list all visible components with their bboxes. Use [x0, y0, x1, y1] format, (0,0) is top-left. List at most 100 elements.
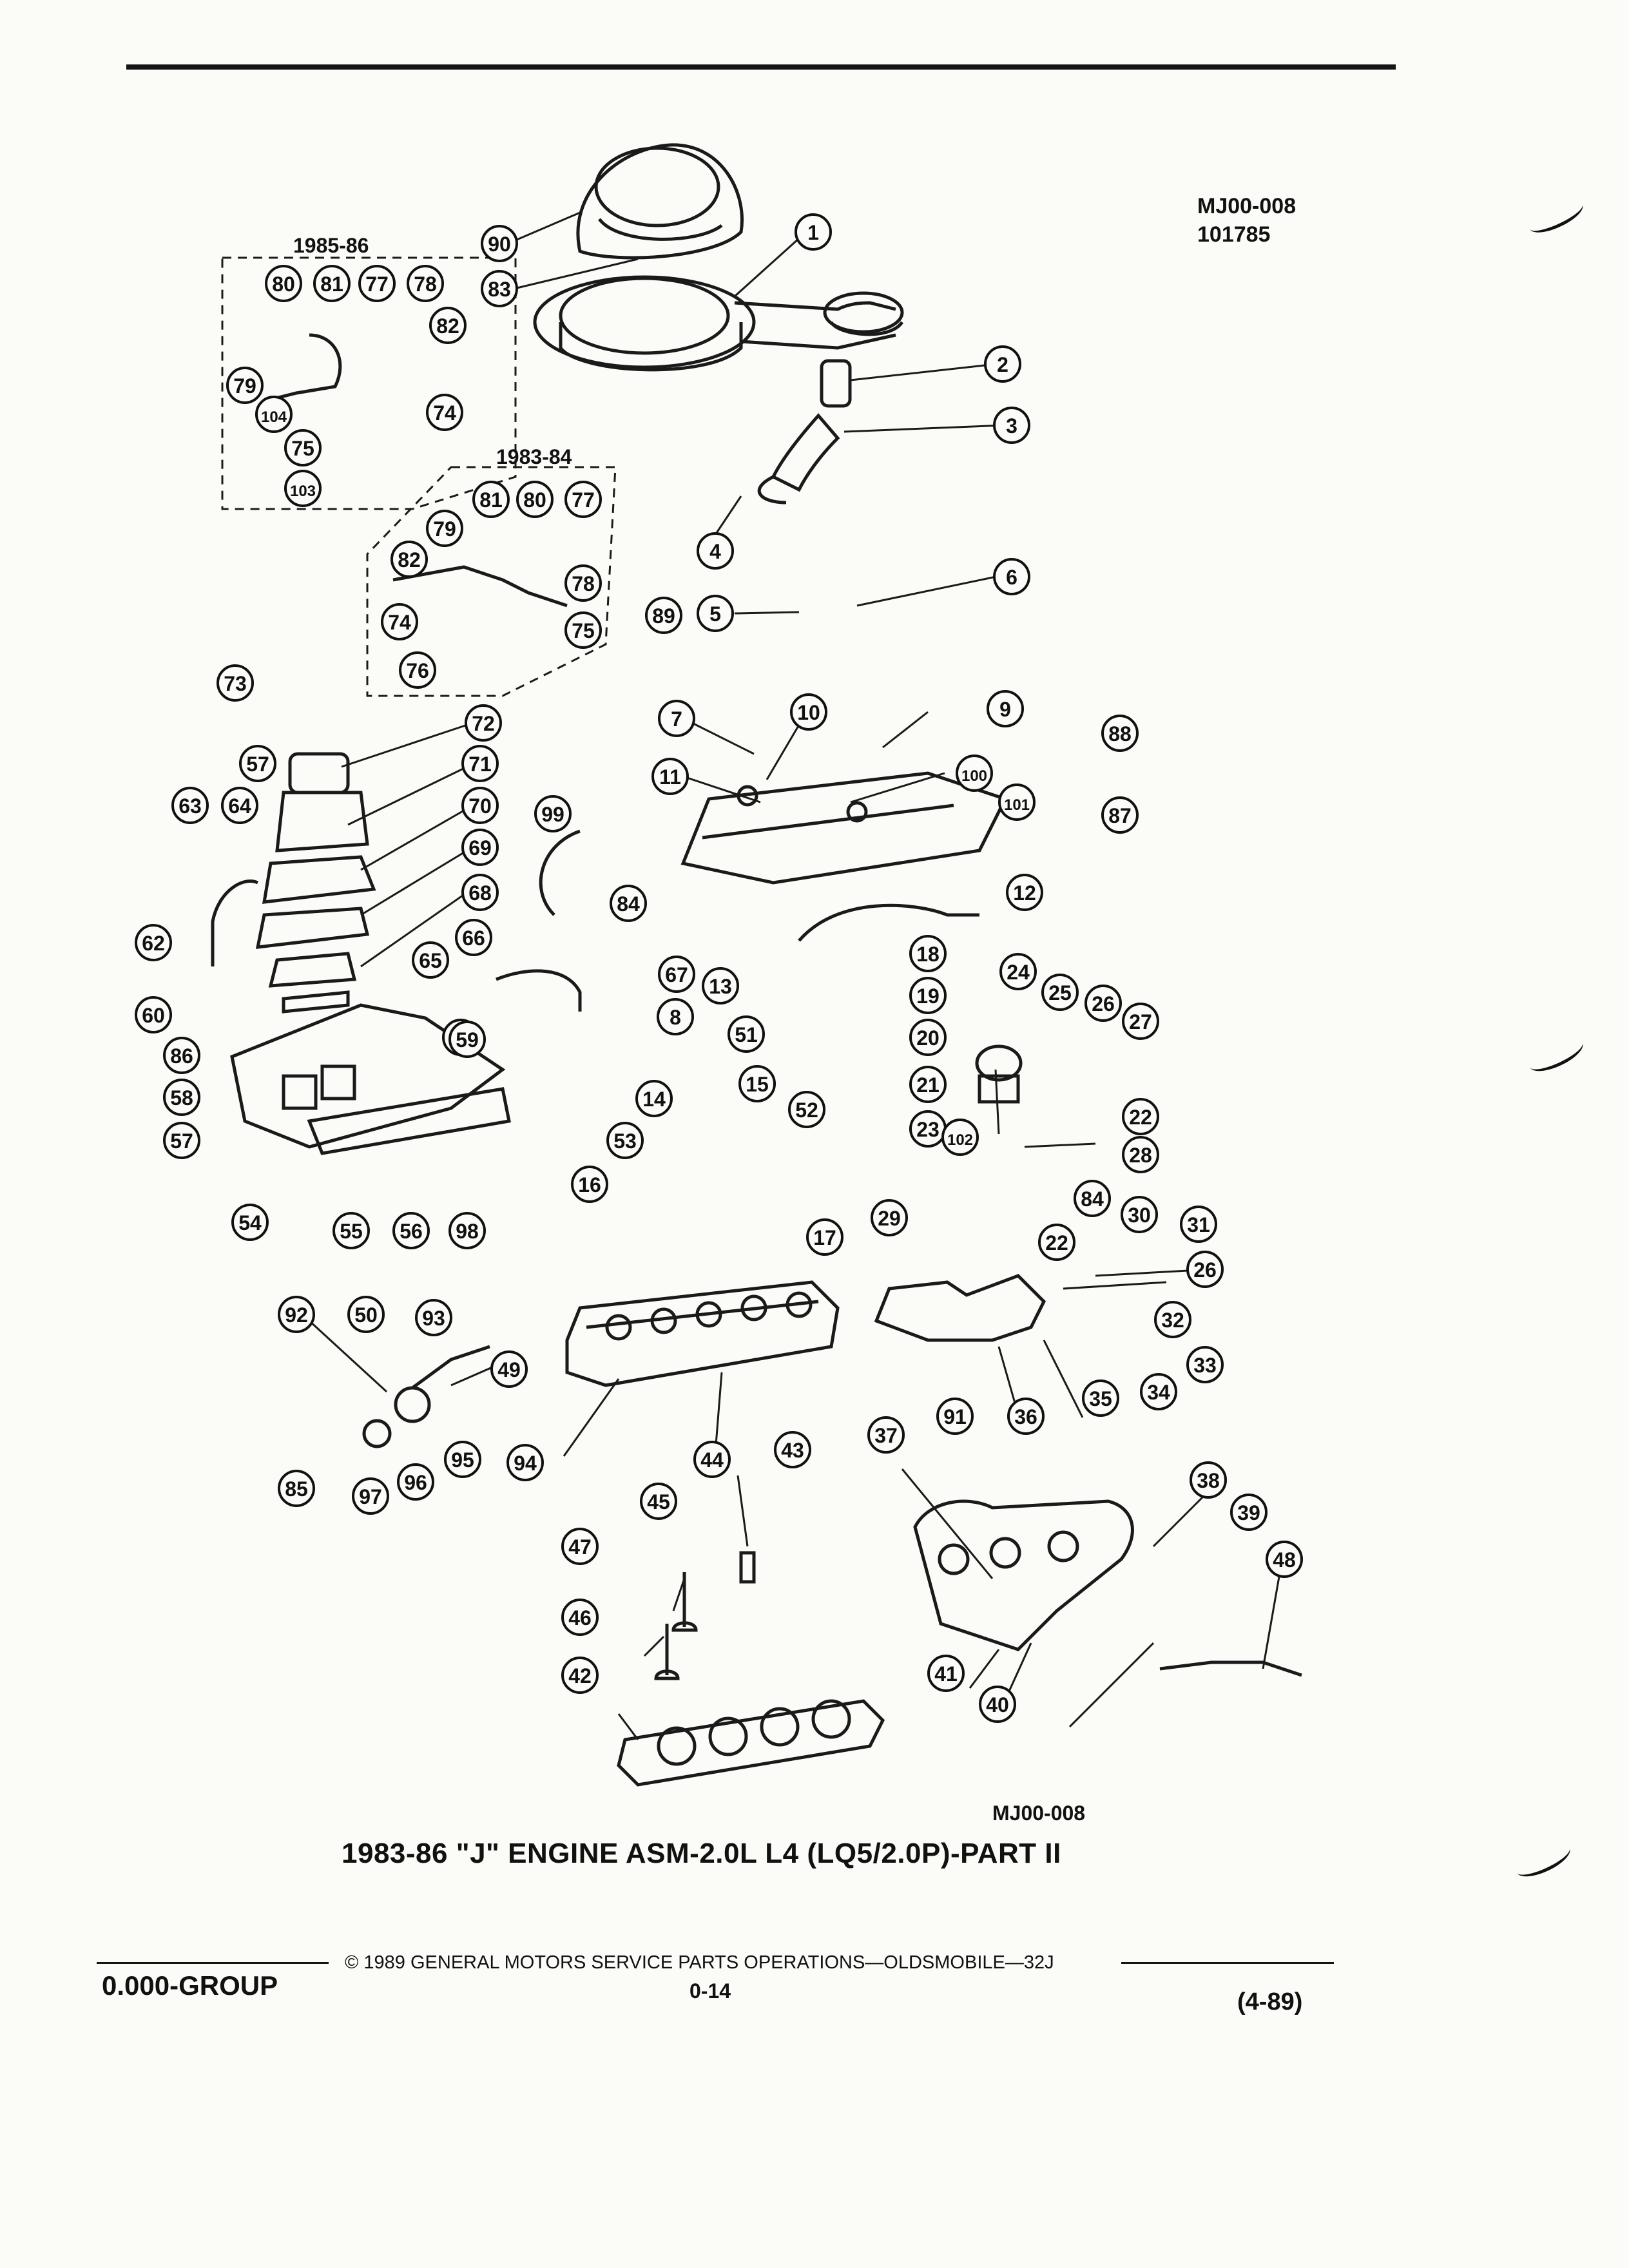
callout-98: 98 [448, 1212, 486, 1249]
callout-81: 81 [472, 481, 510, 518]
callout-number: 16 [578, 1173, 601, 1196]
callout-circle [381, 603, 418, 640]
callout-number: 3 [1006, 414, 1017, 437]
callout-77: 77 [358, 265, 396, 302]
callout-23: 23 [909, 1110, 947, 1148]
hoses-and-tubes [211, 333, 1302, 1677]
callout-91: 91 [936, 1398, 974, 1435]
callout-46: 46 [561, 1599, 599, 1636]
callout-4: 4 [697, 532, 734, 570]
callout-39: 39 [1230, 1494, 1268, 1531]
callout-79: 79 [226, 367, 264, 404]
callout-circle [697, 532, 734, 570]
callout-circle [352, 1477, 389, 1515]
callout-number: 31 [1187, 1213, 1210, 1236]
callout-circle [564, 481, 602, 518]
callout-81: 81 [313, 265, 351, 302]
callout-64: 64 [221, 787, 258, 824]
callout-number: 89 [652, 604, 675, 628]
callout-number: 64 [228, 794, 251, 818]
callout-8: 8 [657, 998, 694, 1035]
callout-circle [610, 885, 647, 922]
callout-101: 101 [998, 783, 1036, 821]
callout-number: 22 [1129, 1106, 1152, 1129]
callout-52: 52 [788, 1091, 825, 1128]
callout-36: 36 [1007, 1398, 1045, 1435]
callout-31: 31 [1180, 1206, 1217, 1243]
callout-21: 21 [909, 1066, 947, 1103]
callout-2: 2 [984, 345, 1021, 383]
callout-number: 23 [916, 1118, 940, 1141]
callout-number: 37 [874, 1424, 898, 1447]
callout-number: 78 [414, 273, 437, 296]
callout-number: 36 [1014, 1405, 1037, 1428]
callout-number: 19 [916, 985, 940, 1008]
callout-number: 75 [572, 619, 595, 642]
callout-51: 51 [728, 1015, 765, 1053]
callout-11: 11 [651, 758, 689, 795]
callout-12: 12 [1006, 874, 1043, 911]
callout-number: 93 [422, 1307, 445, 1330]
figure-code: MJ00-008 [992, 1802, 1086, 1825]
callout-circle [284, 470, 322, 507]
callout-number: 75 [291, 437, 314, 460]
callout-number: 56 [400, 1220, 423, 1243]
callout-63: 63 [171, 787, 209, 824]
callout-59: 59 [448, 1021, 486, 1058]
callout-number: 90 [488, 233, 511, 256]
callout-69: 69 [461, 829, 499, 866]
callout-number: 50 [354, 1303, 378, 1327]
callout-number: 26 [1193, 1258, 1217, 1282]
callout-circle [284, 429, 322, 466]
callout-circle [564, 564, 602, 602]
callout-95: 95 [444, 1441, 481, 1478]
callout-number: 83 [488, 278, 511, 301]
callout-number: 80 [523, 488, 546, 512]
callout-87: 87 [1101, 796, 1139, 834]
callout-number: 9 [999, 698, 1011, 721]
callout-circle [651, 758, 689, 795]
callout-circle [1266, 1541, 1303, 1578]
callout-number: 88 [1108, 722, 1132, 745]
group-label-1983-84: 1983-84 [496, 445, 572, 468]
callout-circle [1122, 1136, 1159, 1173]
callout-70: 70 [461, 787, 499, 824]
callout-number: 103 [290, 483, 316, 500]
callout-number: 28 [1129, 1144, 1152, 1167]
callout-circle [998, 783, 1036, 821]
callout-number: 82 [398, 548, 421, 572]
callout-60: 60 [135, 996, 172, 1033]
callout-number: 79 [233, 374, 256, 398]
callout-41: 41 [927, 1655, 965, 1692]
callout-27: 27 [1122, 1003, 1159, 1040]
callout-58: 58 [163, 1079, 200, 1116]
callout-10: 10 [790, 693, 827, 731]
callout-number: 38 [1197, 1469, 1220, 1492]
callout-13: 13 [702, 967, 739, 1004]
callout-circle [993, 407, 1030, 444]
callout-number: 71 [468, 753, 492, 776]
callout-number: 12 [1013, 881, 1036, 905]
callout-circle [397, 1463, 434, 1501]
callout-circle [999, 953, 1037, 990]
callout-circle [1038, 1224, 1075, 1261]
callout-53: 53 [606, 1122, 644, 1159]
callout-18: 18 [909, 935, 947, 972]
thermostat-housing [874, 1044, 1046, 1342]
callout-number: 85 [285, 1477, 308, 1501]
callout-number: 92 [285, 1303, 308, 1327]
callout-circle [534, 795, 572, 832]
callout-number: 99 [541, 803, 564, 826]
callout-88: 88 [1101, 715, 1139, 752]
footer-copyright: © 1989 GENERAL MOTORS SERVICE PARTS OPER… [345, 1952, 1054, 1973]
callout-circle [927, 1655, 965, 1692]
callout-circle [956, 754, 993, 792]
callout-20: 20 [909, 1019, 947, 1056]
callout-circle [1186, 1251, 1224, 1288]
callout-number: 95 [451, 1448, 474, 1472]
callout-circle [984, 345, 1021, 383]
callout-circle [909, 1019, 947, 1056]
callout-number: 47 [568, 1535, 592, 1559]
callout-57: 57 [163, 1122, 200, 1159]
callout-circle [163, 1037, 200, 1074]
